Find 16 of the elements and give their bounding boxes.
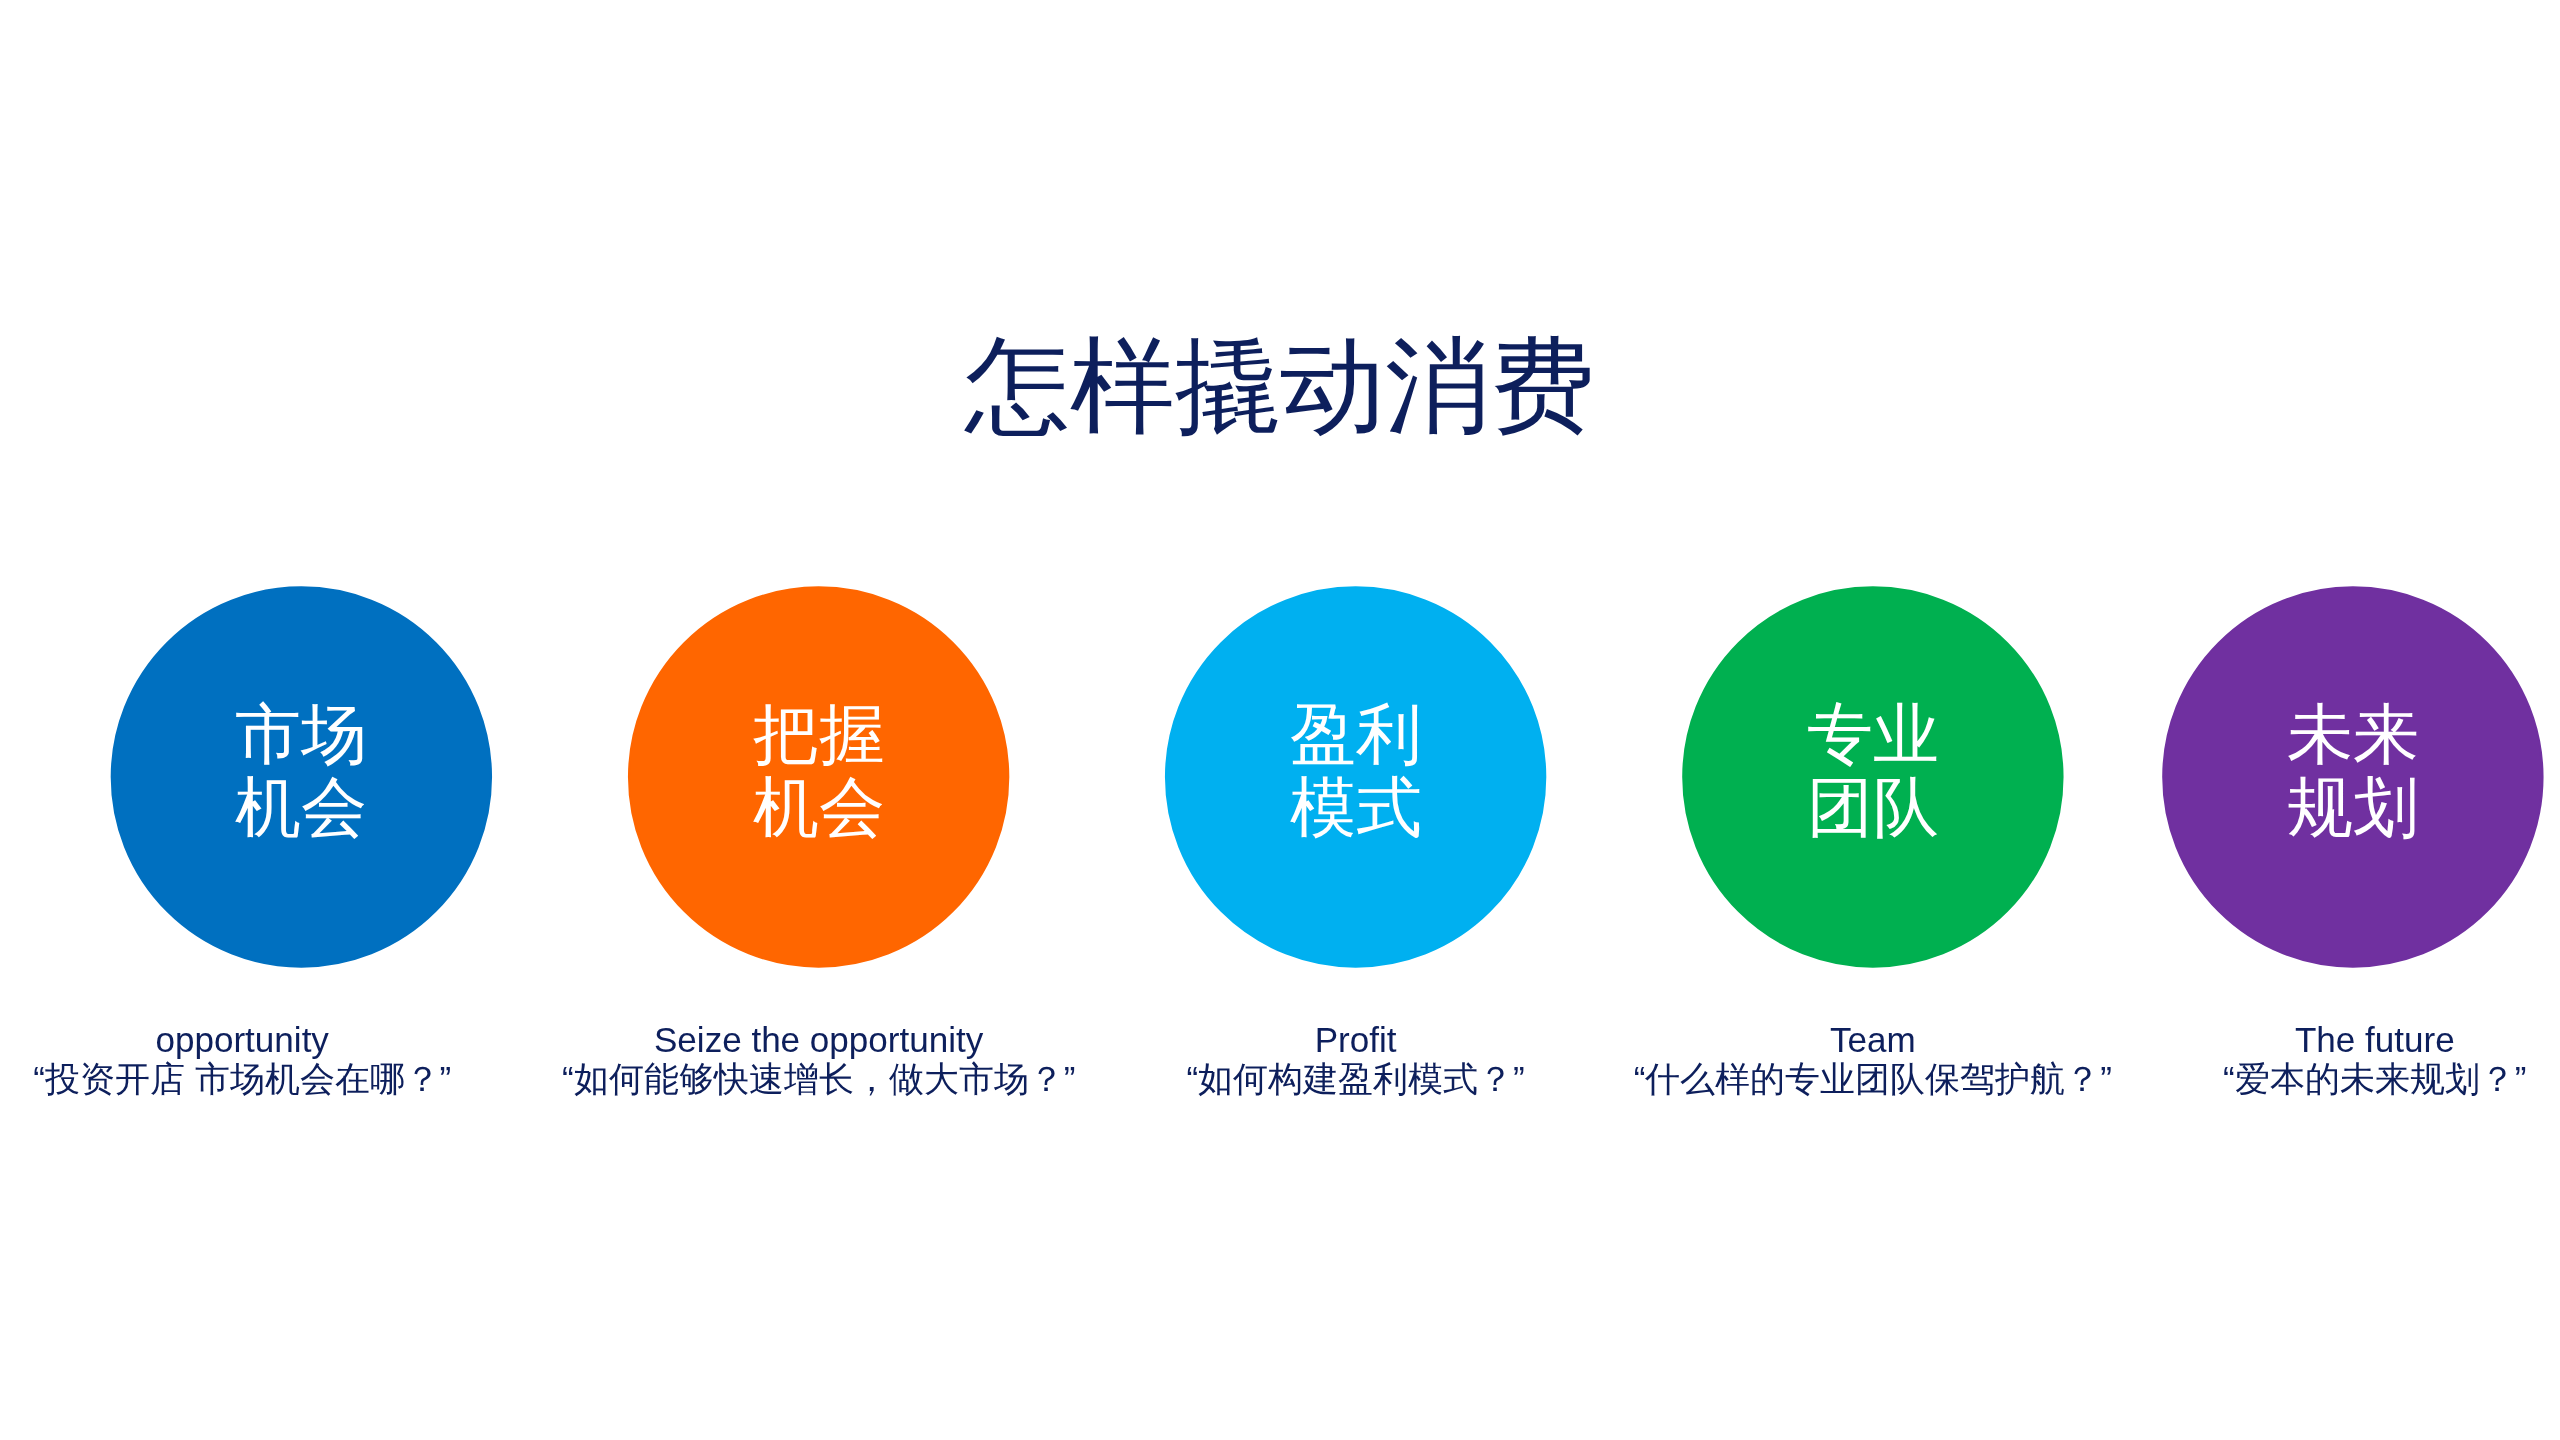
node-label: Team	[1830, 1019, 1916, 1059]
node-label: “爱本的未来规划？”	[2223, 1059, 2527, 1099]
diagram-title: 怎样撬动消费	[965, 327, 1595, 445]
node-circle: 专业团队	[1682, 586, 2064, 968]
node-circle: 盈利模式	[1164, 586, 1547, 968]
node-circle: 市场机会	[110, 586, 493, 968]
node-label: “投资开店 市场机会在哪？”	[33, 1059, 452, 1099]
node-label: “如何能够快速增长，做大市场？”	[561, 1059, 1076, 1099]
node-circle: 把握机会	[627, 586, 1010, 968]
node-label: “如何构建盈利模式？”	[1186, 1059, 1525, 1099]
node-label: The future	[2294, 1019, 2455, 1059]
node-label: Seize the opportunity	[653, 1019, 984, 1059]
node-label: opportunity	[155, 1019, 329, 1059]
node-label: “什么样的专业团队保驾护航？”	[1633, 1059, 2113, 1099]
node-circle: 未来规划	[2162, 586, 2544, 968]
node-label: Profit	[1314, 1019, 1397, 1059]
